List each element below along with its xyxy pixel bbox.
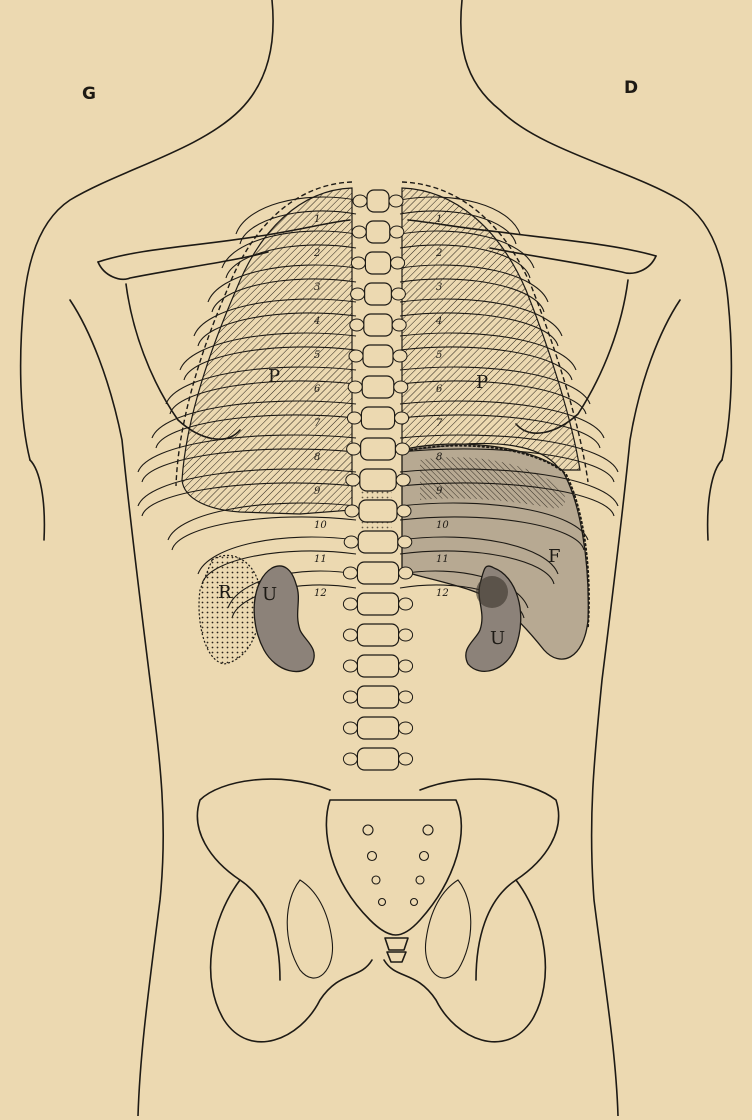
rib-number-right: 8 — [436, 452, 442, 463]
vertebra — [365, 252, 390, 274]
vertebra — [362, 376, 394, 398]
transverse-process-right — [398, 536, 412, 548]
transverse-process-left — [352, 226, 366, 238]
vertebra — [357, 748, 398, 770]
vertebra — [357, 624, 398, 646]
rib-number-right: 9 — [436, 486, 443, 497]
rib-number-right: 11 — [436, 554, 449, 565]
vertebra — [358, 531, 398, 553]
rib-number-left: 4 — [313, 316, 320, 327]
transverse-process-right — [399, 753, 413, 765]
vertebra — [367, 190, 389, 212]
rib-number-left: 12 — [314, 588, 327, 599]
vertebra — [357, 655, 398, 677]
transverse-process-left — [347, 443, 361, 455]
pelvis — [197, 779, 558, 1042]
rib-number-left: 11 — [314, 554, 327, 565]
transverse-process-left — [353, 195, 367, 207]
rib-number-right: 7 — [436, 418, 443, 429]
transverse-process-right — [393, 350, 407, 362]
rib-number-right: 6 — [436, 384, 443, 395]
transverse-process-right — [397, 505, 411, 517]
vertebra — [357, 686, 398, 708]
rib-number-left: 5 — [314, 350, 320, 361]
rib-left-lower-edge — [172, 517, 356, 550]
rib-number-right: 2 — [435, 248, 442, 259]
vertebra — [365, 283, 392, 305]
rib-number-right: 4 — [435, 316, 442, 327]
transverse-process-right — [391, 257, 405, 269]
transverse-process-left — [344, 536, 358, 548]
transverse-process-right — [399, 660, 413, 672]
rib-number-right: 5 — [436, 350, 442, 361]
rib-number-left: 10 — [314, 520, 327, 531]
rib-number-left: 9 — [314, 486, 321, 497]
vertebra — [366, 221, 390, 243]
transverse-process-right — [392, 319, 406, 331]
lung-left-label: P — [268, 366, 280, 387]
transverse-process-right — [399, 598, 413, 610]
liver-label: F — [548, 546, 561, 567]
vertebra — [364, 314, 392, 336]
rib-number-right: 3 — [436, 282, 442, 293]
rib-number-right: 1 — [436, 214, 442, 225]
transverse-process-right — [395, 443, 409, 455]
transverse-process-left — [351, 257, 365, 269]
vertebra — [363, 345, 393, 367]
transverse-process-left — [343, 691, 357, 703]
transverse-process-right — [399, 722, 413, 734]
transverse-process-right — [391, 288, 405, 300]
spleen-label: R — [218, 582, 232, 603]
transverse-process-left — [343, 567, 357, 579]
vertebra — [361, 438, 396, 460]
transverse-process-right — [394, 381, 408, 393]
transverse-process-left — [348, 381, 362, 393]
transverse-process-left — [343, 722, 357, 734]
transverse-process-right — [395, 412, 409, 424]
rib-number-left: 2 — [313, 248, 320, 259]
transverse-process-right — [389, 195, 403, 207]
vertebra — [357, 717, 398, 739]
kidney-left-label: U — [262, 584, 277, 605]
vertebra — [357, 562, 398, 584]
transverse-process-left — [347, 412, 361, 424]
rib-number-right: 12 — [436, 588, 449, 599]
transverse-process-right — [399, 629, 413, 641]
left-side-label: G — [82, 84, 96, 104]
transverse-process-left — [343, 660, 357, 672]
vertebra — [359, 500, 397, 522]
transverse-process-left — [349, 350, 363, 362]
rib-number-right: 10 — [436, 520, 449, 531]
transverse-process-left — [343, 753, 357, 765]
transverse-process-left — [343, 598, 357, 610]
transverse-process-right — [399, 691, 413, 703]
spleen — [199, 555, 261, 664]
transverse-process-right — [399, 567, 413, 579]
transverse-process-left — [343, 629, 357, 641]
rib-number-left: 7 — [314, 418, 321, 429]
vertebra — [361, 407, 394, 429]
kidney-right-label: U — [490, 628, 505, 649]
transverse-process-left — [351, 288, 365, 300]
rib-number-left: 6 — [314, 384, 321, 395]
transverse-process-right — [390, 226, 404, 238]
transverse-process-left — [346, 474, 360, 486]
vertebra — [360, 469, 396, 491]
transverse-process-right — [396, 474, 410, 486]
transverse-process-left — [350, 319, 364, 331]
rib-number-left: 1 — [314, 214, 320, 225]
rib-number-left: 3 — [314, 282, 320, 293]
rib-number-left: 8 — [314, 452, 320, 463]
left-kidney — [254, 566, 314, 672]
transverse-process-left — [345, 505, 359, 517]
body-outline — [21, 0, 732, 1116]
sacral-foramina — [363, 825, 433, 906]
vertebra — [357, 593, 398, 615]
right-side-label: D — [624, 78, 638, 98]
lung-right-label: P — [476, 372, 488, 393]
